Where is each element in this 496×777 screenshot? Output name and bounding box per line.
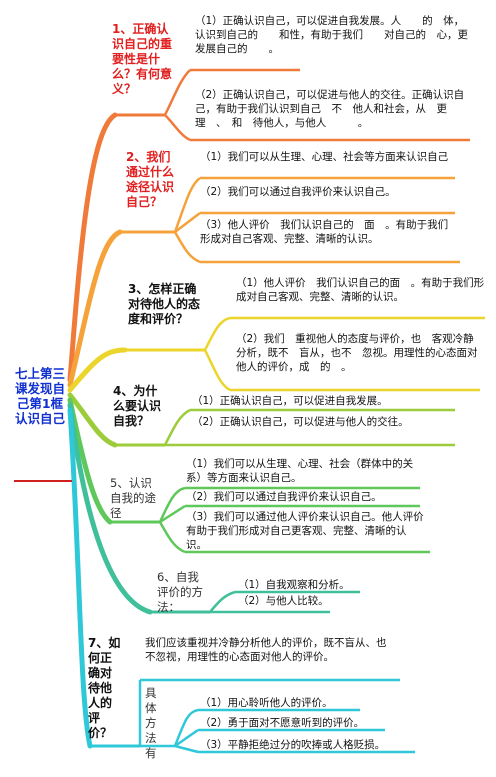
branch-3-item-1: （1）他人评价 我们认识自己的面 。有助于我们形成对自己客观、完整、清晰的认识。 xyxy=(236,277,485,303)
branch-4-item-2: （2）正确认识自己，可以促进与他人的交往。 xyxy=(192,416,409,428)
branch-line-2 xyxy=(67,229,123,388)
root-topic: 七上第三课发现自己第1框认识自己 xyxy=(14,366,65,426)
branch-6-question: 6、自我评价的方法： xyxy=(157,570,203,614)
branch-4-connector-a xyxy=(163,408,191,446)
branch-7-connector-b xyxy=(173,708,199,747)
branch-6-item-1: （1）自我观察和分析。 xyxy=(238,579,350,591)
branch-5-item-2: （2）我们可以通过自我评价来认识自己。 xyxy=(186,491,382,503)
branch-4-item-1: （1）正确认识自己，可以促进自我发展。 xyxy=(192,395,388,407)
branch-7-item-2: （2）勇于面对不愿意听到的评价。 xyxy=(200,717,365,729)
branch-2-connector-b xyxy=(174,212,201,233)
branch-7-item-3: （3）平静拒绝过分的吹捧或人格贬损。 xyxy=(200,739,386,751)
branch-4-question: 4、为什么要认识自我？ xyxy=(113,384,162,428)
branch-2-question: 2、我们通过什么途径认识自己？ xyxy=(126,150,175,209)
branch-2-connector-a xyxy=(173,176,201,233)
branch-5-question: 5、认识自我的途径 xyxy=(110,476,156,520)
branch-1-question: 1、正确认识自己的重要性是什么？有何意义？ xyxy=(112,22,173,96)
branch-1-connector xyxy=(163,69,191,116)
branch-7-item-1: （1）用心聆听他人的评价。 xyxy=(200,697,333,709)
branch-3-connector-b xyxy=(203,349,231,392)
branch-5-connector-a xyxy=(158,486,186,523)
branch-5-item-1: （1）我们可以从生理、心理、社会（群体中的关系）等方面来认识自己。 xyxy=(186,458,414,484)
branch-7-connector-c xyxy=(174,728,199,748)
branch-line-3 xyxy=(67,347,128,393)
branch-2-connector-c xyxy=(173,231,201,264)
branch-2-item-3: （3）他人评价 我们认识自己的 面 。有助于我们形成对自己客观、完整、清晰的认识… xyxy=(200,219,449,245)
branch-7-question: 7、如何正确对待他人的评价？ xyxy=(88,636,121,740)
branch-2-item-1: （1）我们可以从生理、心理、社会等方面来认识自己 xyxy=(200,151,449,163)
branch-5-connector-c xyxy=(158,521,186,554)
branch-1-item-2: （2）正确认识自己，可以促进与他人的交往。正确认识自己，有助于我们认识到自己 不… xyxy=(195,89,468,129)
branch-7-connector-d xyxy=(174,744,199,754)
branch-7-intro: 我们应该重视并冷静分析他人的评价，既不盲从、也不忽视，用理性的心态面对他人的评价… xyxy=(145,637,387,663)
branch-7-sub-label: 具体方法有 xyxy=(145,686,157,760)
branch-line-7 xyxy=(67,407,93,749)
branch-line-1 xyxy=(67,112,118,383)
branch-1-item-1: （1）正确认识自己，可以促进自我发展。人 的 体，认识到自己的 和性，有助于我们… xyxy=(195,15,489,55)
branch-line-4 xyxy=(67,392,118,448)
branch-line-6 xyxy=(67,402,153,615)
branch-5-item-3: （3）我们可以通过他人评价来认识自己。他人评价有助于我们形成对自己更客观、完整、… xyxy=(186,511,424,551)
branch-6-connector xyxy=(209,590,236,613)
branch-1-connector-b xyxy=(164,114,191,142)
branch-5-connector-b xyxy=(159,504,186,524)
branch-3-item-2: （2）我们 重视他人的态度与评价，也 客观冷静分析，既不 盲从，也不 忽视。用理… xyxy=(236,333,478,373)
branch-3-connector-a xyxy=(203,316,231,351)
branch-2-item-2: （2）我们可以通过自我评价来认识自己。 xyxy=(200,186,396,198)
branch-6-item-2: （2）与他人比较。 xyxy=(238,595,329,607)
root-underline xyxy=(14,480,72,482)
branch-3-question: 3、怎样正确对待他人的态度和评价？ xyxy=(128,282,201,326)
